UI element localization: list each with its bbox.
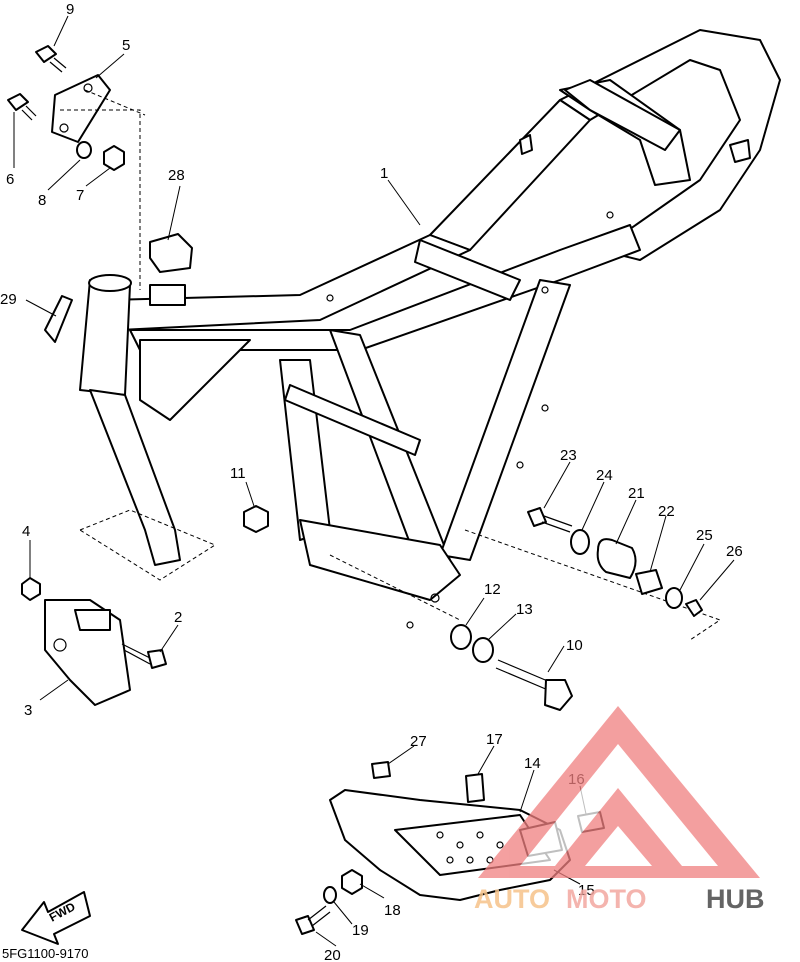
frame-cap xyxy=(149,233,193,273)
washer xyxy=(76,141,92,159)
frame-decal xyxy=(44,295,73,343)
bolt xyxy=(7,93,37,121)
callout-9: 9 xyxy=(66,1,74,18)
callout-17: 17 xyxy=(486,731,503,748)
callout-23: 23 xyxy=(560,447,577,464)
rubber-bushing xyxy=(596,538,637,579)
callout-4: 4 xyxy=(22,523,30,540)
drawing-code: 5FG1100-9170 xyxy=(2,946,89,961)
callout-15: 15 xyxy=(578,882,595,899)
washer xyxy=(472,637,494,663)
washer xyxy=(450,624,472,650)
callout-8: 8 xyxy=(38,192,46,209)
nut xyxy=(243,505,269,533)
washer xyxy=(570,529,590,555)
svg-text:HUB: HUB xyxy=(706,884,765,914)
callout-11: 11 xyxy=(230,465,246,482)
callout-2: 2 xyxy=(174,609,182,626)
callout-7: 7 xyxy=(76,187,84,204)
damper xyxy=(371,761,391,779)
bolt xyxy=(295,905,331,935)
callout-25: 25 xyxy=(696,527,713,544)
callout-28: 28 xyxy=(168,167,185,184)
svg-text:MOTO: MOTO xyxy=(566,884,647,914)
callout-20: 20 xyxy=(324,947,341,962)
callout-29: 29 xyxy=(0,291,17,308)
spacer xyxy=(465,773,485,803)
callout-21: 21 xyxy=(628,485,645,502)
nut xyxy=(685,599,703,617)
bolt xyxy=(121,643,167,669)
callout-12: 12 xyxy=(484,581,501,598)
callout-13: 13 xyxy=(516,601,533,618)
callout-26: 26 xyxy=(726,543,743,560)
washer xyxy=(323,886,337,904)
collar xyxy=(341,869,363,895)
nut xyxy=(103,145,125,171)
watermark-logo xyxy=(478,706,760,878)
svg-text:AUTO: AUTO xyxy=(474,884,550,914)
callout-10: 10 xyxy=(566,637,583,654)
callout-27: 27 xyxy=(410,733,427,750)
main-frame xyxy=(79,29,781,629)
callout-1: 1 xyxy=(380,165,388,182)
callout-19: 19 xyxy=(352,922,369,939)
callout-5: 5 xyxy=(122,37,130,54)
callout-24: 24 xyxy=(596,467,613,484)
callout-14: 14 xyxy=(524,755,541,772)
washer xyxy=(665,587,683,609)
watermark-text: AUTO MOTO HUB xyxy=(474,884,765,914)
bolt xyxy=(35,45,67,73)
nut xyxy=(21,577,41,601)
long-bolt xyxy=(495,659,573,711)
collar xyxy=(635,569,663,595)
callout-18: 18 xyxy=(384,902,401,919)
callout-3: 3 xyxy=(24,702,32,719)
engine-mount-plate xyxy=(51,74,111,143)
callout-22: 22 xyxy=(658,503,675,520)
callout-6: 6 xyxy=(6,171,14,188)
bolt xyxy=(527,507,573,533)
callout-labels: 1 2 3 4 5 6 7 8 9 10 11 12 13 14 15 16 1… xyxy=(0,1,743,962)
fwd-arrow: FWD xyxy=(21,891,91,945)
